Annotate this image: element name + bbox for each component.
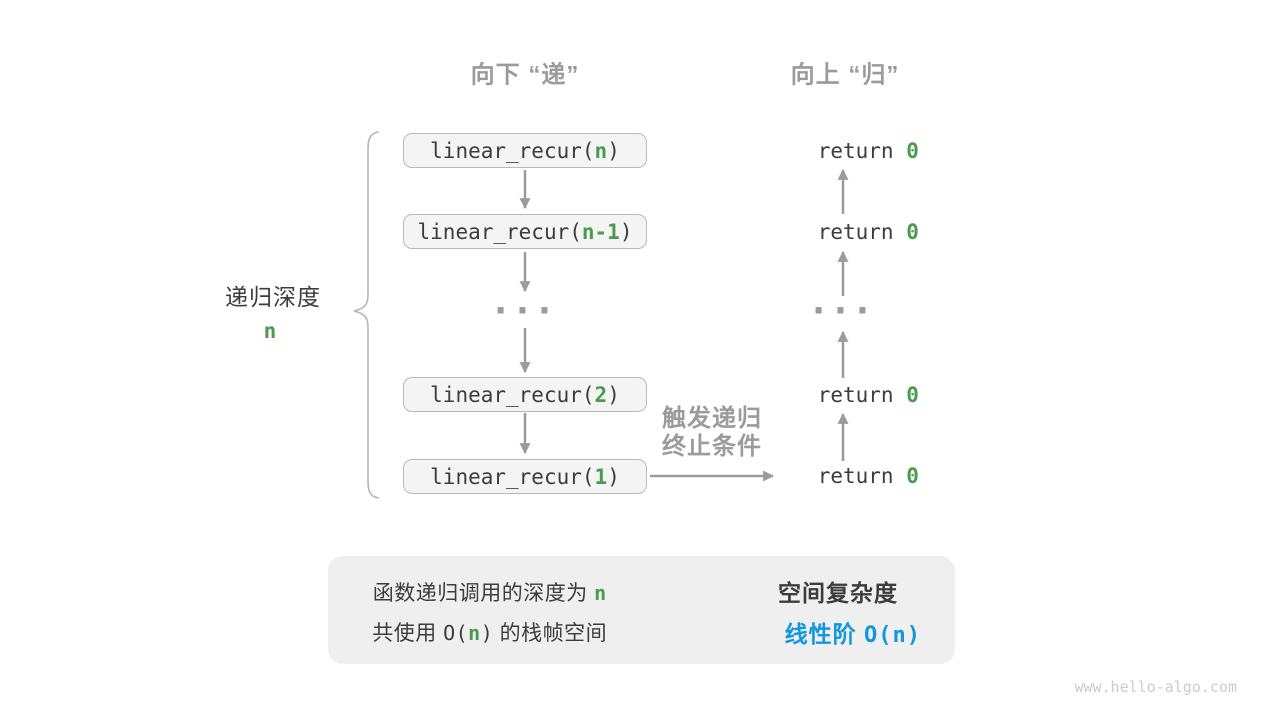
call-box-2: linear_recur(2) [403,377,647,412]
call-code: linear_recur( [430,464,595,489]
depth-value: n [263,319,277,343]
termination-line1: 触发递归 [662,405,762,432]
summary-text: 共使用 [372,622,444,645]
summary-code: ) [480,621,494,645]
summary-left-line1: 函数递归调用的深度为 n [347,553,606,631]
call-box-n-1: linear_recur(n-1) [403,214,647,249]
header-recurse-down: 向下 “递” [470,61,580,89]
call-code: linear_recur( [430,138,595,163]
summary-text: 的栈帧空间 [493,622,608,645]
return-row: return 0 [767,440,919,512]
depth-brace [353,131,380,499]
summary-highlight-n: n [468,621,481,645]
call-code: linear_recur( [417,219,582,244]
call-code: ) [607,138,620,163]
summary-code: O( [443,621,469,645]
header-return-up: 向上 “归” [790,61,900,89]
summary-text: 函数递归调用的深度为 [372,582,595,605]
termination-label: 触发递归 终止条件 [662,405,762,461]
return-code: return [817,464,907,488]
summary-left-line2: 共使用 O(n) 的栈帧空间 [347,593,607,671]
summary-highlight-n: n [594,581,607,605]
return-code: return [817,220,907,244]
return-value: 0 [906,464,919,488]
termination-line2: 终止条件 [662,433,762,460]
return-code: return [817,139,907,163]
return-row: return 0 [767,115,919,187]
call-box-n: linear_recur(n) [403,133,647,168]
return-value: 0 [906,220,919,244]
summary-panel [328,556,955,664]
return-value: 0 [906,383,919,407]
call-arg: 2 [594,382,608,407]
call-box-1: linear_recur(1) [403,459,647,494]
return-row: return 0 [767,196,919,268]
call-code: linear_recur( [430,382,595,407]
call-arg: n [594,138,608,163]
call-arg: 1 [594,464,608,489]
summary-complexity-notation: O(n) [863,623,921,648]
summary-complexity-name: 线性阶 [784,621,864,647]
summary-right-title: 空间复杂度 [778,580,898,606]
call-code: ) [607,382,620,407]
call-code: ) [619,219,633,244]
depth-label: 递归深度 [225,284,321,310]
call-code: ) [607,464,620,489]
return-value: 0 [906,139,919,163]
return-row: return 0 [767,359,919,431]
watermark: www.hello-algo.com [1074,678,1237,696]
return-code: return [817,383,907,407]
summary-right-value: 线性阶 O(n) [755,588,921,676]
call-arg: n-1 [581,219,620,244]
